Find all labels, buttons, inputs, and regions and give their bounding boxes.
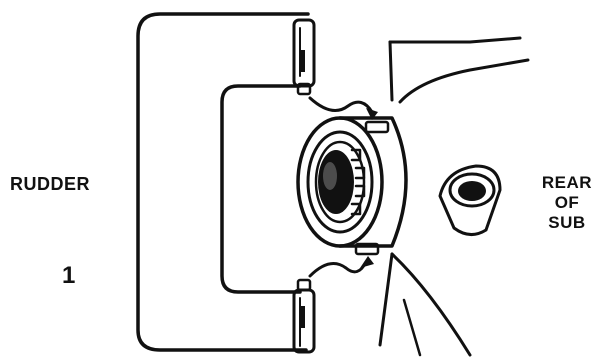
rear-of-sub-label: REAR OF SUB [532,173,598,233]
hinge-housing [298,118,406,254]
step-number: 1 [62,262,76,290]
rear-label-line-3: SUB [532,213,598,233]
collar-ring [440,166,500,235]
rear-label-line-2: OF [532,193,598,213]
upper-rudder-pin [294,20,314,94]
sub-hull [380,38,528,355]
rear-label-line-1: REAR [532,173,598,193]
rudder-label: RUDDER [10,174,90,195]
lower-rudder-pin [294,280,314,352]
rudder-frame [138,14,308,350]
